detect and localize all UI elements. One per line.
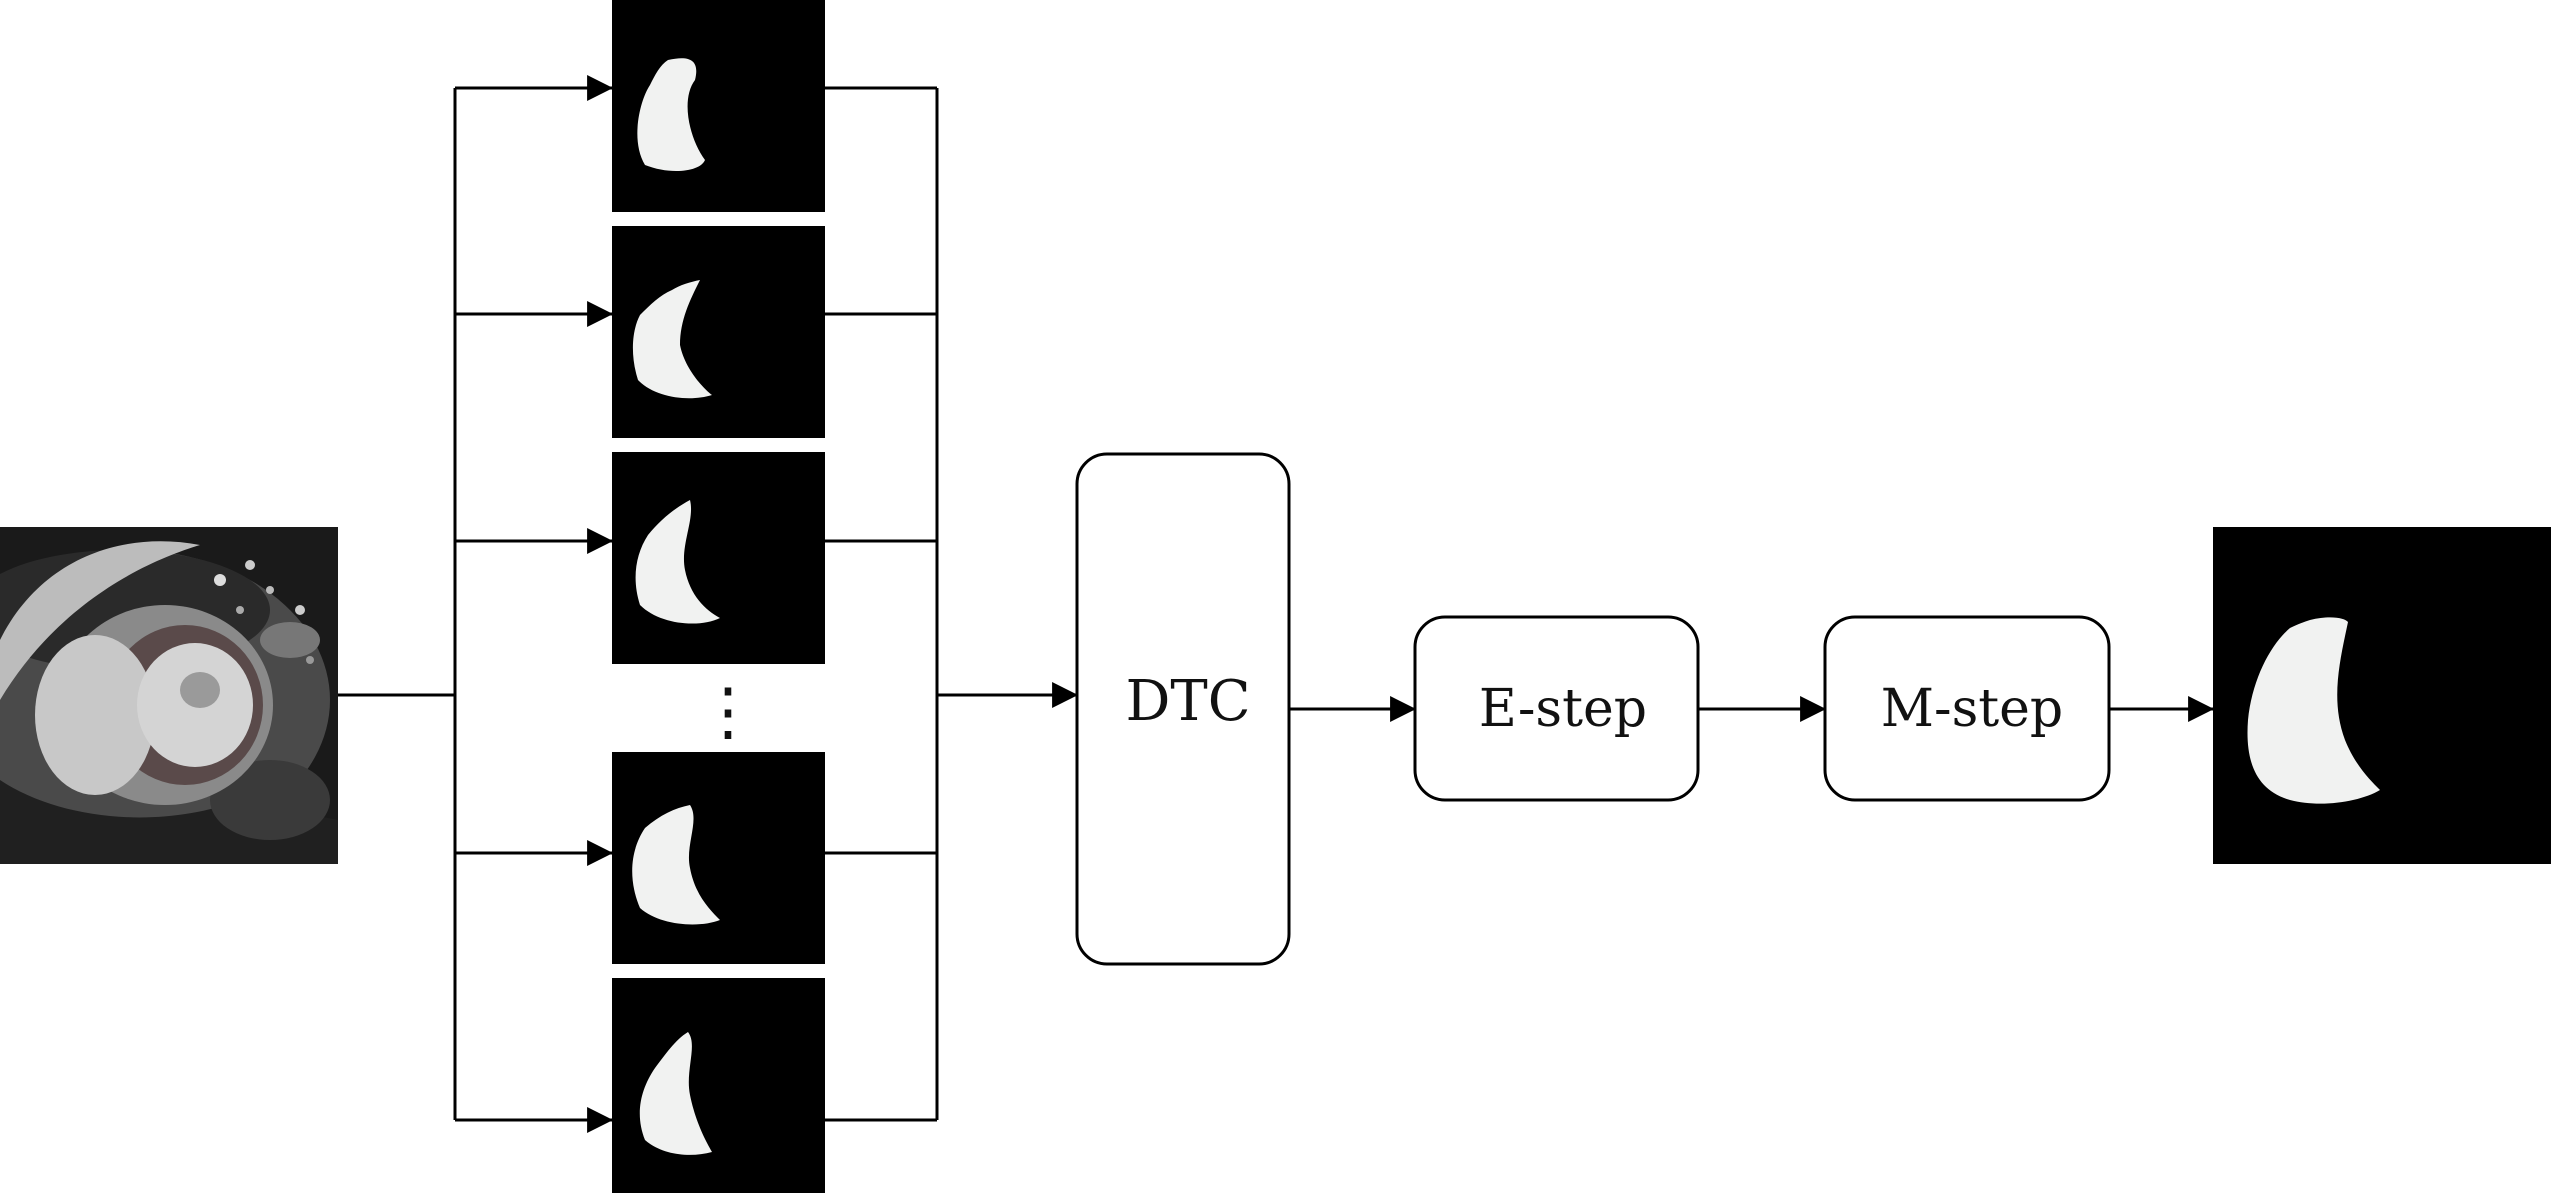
output-mask-image [2213,527,2551,864]
mask-4 [612,752,825,964]
mask-3 [612,452,825,664]
mstep-box: M-step [1823,615,2111,802]
dtc-label: DTC [1125,669,1250,734]
mask-ellipsis: ⋮ [696,675,760,749]
estep-box: E-step [1413,615,1700,802]
dtc-box: DTC [1075,452,1291,966]
mask-1 [612,0,825,212]
mask-5 [612,978,825,1193]
estep-label: E-step [1479,679,1647,739]
input-mri-image [0,527,338,864]
connectors [338,75,2215,1133]
mstep-label: M-step [1881,679,2063,739]
mask-2 [612,226,825,438]
